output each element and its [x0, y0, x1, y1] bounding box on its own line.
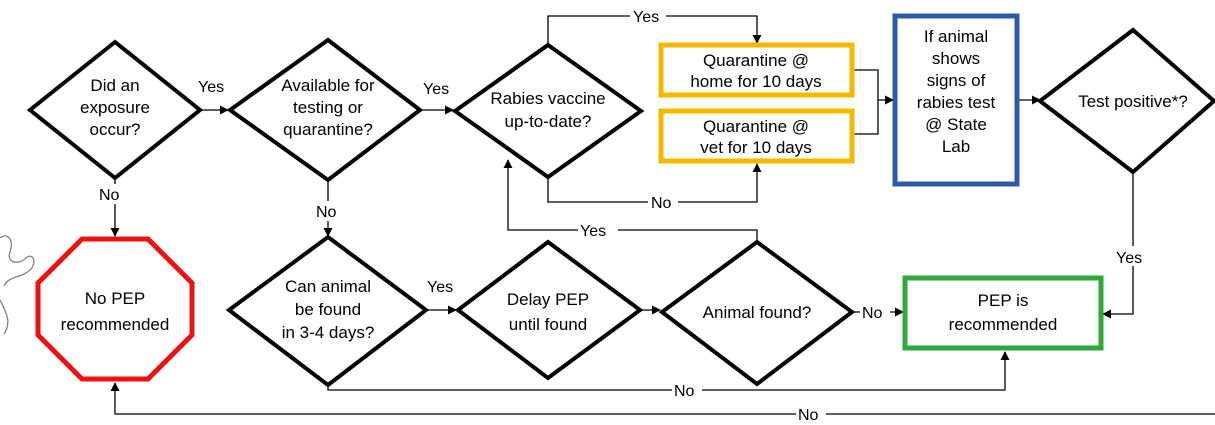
label-no-vaccine: No	[651, 195, 672, 212]
label-no-exposure: No	[99, 187, 120, 204]
node-pep-recommended: PEP is recommended	[902, 275, 1104, 351]
edge-labels: Yes Yes Yes No Yes No No Yes Yes No No N…	[98, 7, 1154, 424]
node-found-days: Can animal be found in 3-4 days?	[225, 234, 430, 388]
label-no-found: No	[674, 383, 695, 400]
node-no-pep: No PEP recommended	[35, 236, 195, 382]
node-available: Available for testing or quarantine?	[226, 37, 424, 183]
node-vaccine-line-1: Rabies vaccine	[490, 89, 605, 108]
node-lab-line-4: rabies test	[917, 93, 996, 112]
node-delay-pep-line-2: until found	[509, 315, 587, 334]
node-vaccine-line-2: up-to-date?	[505, 112, 592, 131]
label-no-animal: No	[862, 305, 883, 322]
node-animal-found: Animal found?	[658, 239, 856, 387]
node-lab-test: If animal shows signs of rabies test @ S…	[892, 13, 1020, 187]
node-test-positive: Test positive*?	[1036, 27, 1215, 175]
node-found-days-line-1: Can animal	[285, 277, 371, 296]
node-quarantine-vet: Quarantine @ vet for 10 days	[658, 108, 855, 164]
node-vaccine: Rabies vaccine up-to-date?	[451, 42, 645, 180]
node-exposure: Did an exposure occur?	[26, 39, 204, 181]
edges	[110, 15, 1215, 415]
edge-vet-lab	[852, 100, 879, 135]
node-found-days-line-3: in 3-4 days?	[282, 323, 375, 342]
decorative-figure	[0, 235, 35, 335]
node-lab-line-5: @ State	[925, 115, 987, 134]
node-lab-line-1: If animal	[924, 27, 988, 46]
label-yes-vaccine: Yes	[633, 9, 659, 26]
node-available-line-1: Available for	[281, 76, 375, 95]
edge-test-pep	[1102, 172, 1134, 319]
node-quarantine-home-line-1: Quarantine @	[703, 51, 809, 70]
node-exposure-line-2: exposure	[80, 98, 150, 117]
node-no-pep-line-1: No PEP	[85, 289, 145, 308]
edge-home-lab	[852, 69, 894, 105]
node-quarantine-vet-line-2: vet for 10 days	[700, 138, 812, 157]
label-yes-available: Yes	[423, 81, 449, 98]
node-delay-pep-line-1: Delay PEP	[507, 290, 589, 309]
label-yes-found: Yes	[427, 279, 453, 296]
edge-found-pep	[327, 351, 1010, 391]
node-lab-line-6: Lab	[942, 137, 970, 156]
label-yes-test: Yes	[1116, 250, 1142, 267]
label-no-available: No	[316, 204, 337, 221]
node-quarantine-vet-line-1: Quarantine @	[703, 117, 809, 136]
node-found-days-line-2: be found	[295, 300, 361, 319]
label-no-test: No	[798, 407, 819, 424]
node-available-line-3: quarantine?	[283, 120, 373, 139]
node-available-line-2: testing or	[293, 98, 363, 117]
node-pep-line-1: PEP is	[978, 291, 1029, 310]
node-exposure-line-1: Did an	[90, 76, 139, 95]
node-lab-line-3: signs of	[927, 71, 986, 90]
node-quarantine-home: Quarantine @ home for 10 days	[658, 42, 855, 98]
node-exposure-line-3: occur?	[89, 120, 140, 139]
node-lab-line-2: shows	[932, 49, 980, 68]
label-yes-exposure: Yes	[198, 79, 224, 96]
node-test-positive-line-1: Test positive*?	[1078, 92, 1188, 111]
edge-test-nopep	[110, 382, 1215, 415]
node-pep-line-2: recommended	[949, 315, 1058, 334]
node-no-pep-line-2: recommended	[61, 315, 170, 334]
label-yes-animal: Yes	[580, 223, 606, 240]
node-animal-found-line-1: Animal found?	[703, 303, 812, 322]
node-quarantine-home-line-2: home for 10 days	[690, 72, 821, 91]
node-delay-pep: Delay PEP until found	[454, 239, 644, 381]
edge-animal-vaccine	[503, 159, 758, 240]
